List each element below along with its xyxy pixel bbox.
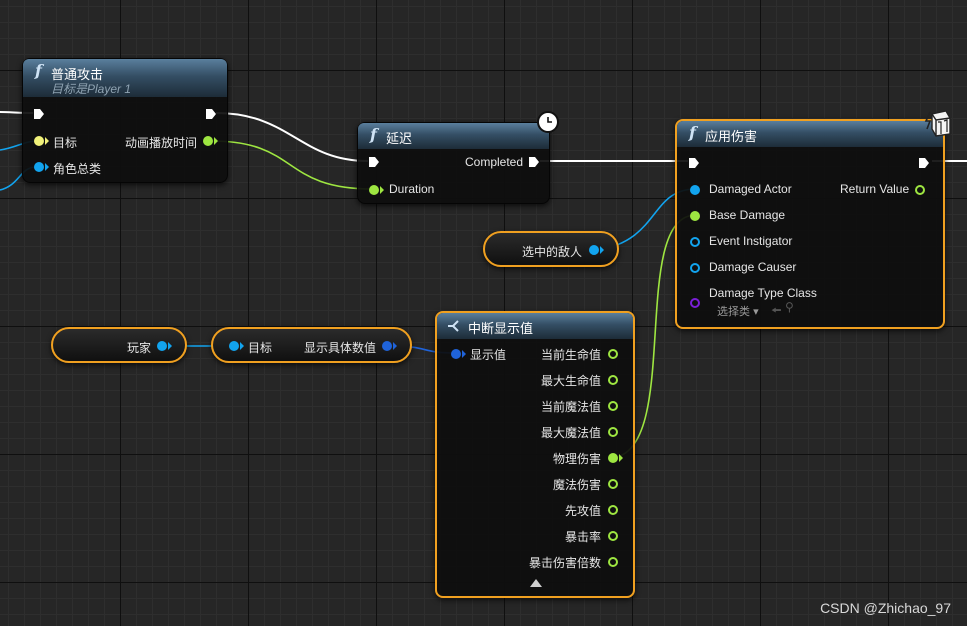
function-icon: f [370, 125, 377, 144]
pin-label-return-value: Return Value [840, 182, 910, 196]
node-header: f 普通攻击 目标是Player 1 [23, 59, 227, 97]
dropdown-label: 选择类 [717, 306, 750, 318]
variable-selected-enemy[interactable]: 选中的敌人 [483, 231, 619, 267]
pin-label-anim-time: 动画播放时间 [125, 136, 198, 150]
exec-in-pin[interactable] [368, 156, 380, 168]
node-title: 中断显示值 [468, 321, 534, 336]
object-out-pin[interactable] [157, 341, 167, 351]
function-icon: f [35, 61, 42, 80]
exec-wire-attack-to-delay [215, 112, 369, 162]
struct-out-pin[interactable] [382, 341, 392, 351]
output-label-crit-rate: 暴击率 [564, 530, 601, 544]
damage-causer-pin[interactable] [690, 263, 700, 273]
pin-label-duration: Duration [389, 182, 435, 196]
browse-search-icon[interactable]: ⚲ [785, 300, 794, 314]
object-out-pin[interactable] [589, 245, 599, 255]
pin-label-input: 显示值 [470, 348, 507, 362]
output-label-initiative: 先攻值 [564, 504, 601, 518]
pin-label-damage-causer: Damage Causer [709, 260, 797, 274]
pin-arrow-icon [214, 137, 218, 145]
struct-in-pin[interactable] [451, 349, 461, 359]
output-label-max-mp: 最大魔法值 [540, 426, 601, 440]
pin-arrow-icon [393, 342, 397, 350]
output-label-current-mp: 当前魔法值 [540, 400, 601, 414]
variable-player[interactable]: 玩家 [51, 327, 187, 363]
variable-label: 选中的敌人 [522, 245, 583, 259]
output-label-current-hp: 当前生命值 [540, 348, 601, 362]
exec-in-pin[interactable] [688, 157, 700, 169]
completed-exec-pin[interactable] [528, 156, 540, 168]
pin-label-target: 目标 [53, 136, 78, 150]
pin-arrow-icon [380, 186, 384, 194]
output-pin-crit-rate[interactable] [608, 531, 618, 541]
target-pin[interactable] [229, 341, 239, 351]
variable-label: 玩家 [127, 341, 152, 355]
authority-only-icon [924, 110, 951, 137]
node-apply-damage[interactable]: f 应用伤害 Damaged Actor Return Value Base D… [675, 119, 945, 329]
output-label-magic-damage: 魔法伤害 [552, 478, 601, 492]
pin-arrow-icon [619, 454, 623, 462]
pin-label-base-damage: Base Damage [709, 208, 786, 222]
node-header: f 应用伤害 [677, 121, 943, 147]
event-instigator-pin[interactable] [690, 237, 700, 247]
damaged-actor-pin[interactable] [690, 185, 700, 195]
output-pin-crit-multiplier[interactable] [608, 557, 618, 567]
node-break-display-value[interactable]: 中断显示值 显示值 当前生命值 最大生命值 当前魔法值 最大魔法值 物理伤害 魔… [435, 311, 635, 598]
pin-arrow-icon [240, 342, 244, 350]
node-title: 普通攻击 [51, 67, 104, 82]
target-pin[interactable] [34, 136, 44, 146]
pin-label-role: 角色总类 [53, 162, 102, 176]
pin-arrow-icon [462, 350, 466, 358]
output-label-physical-damage: 物理伤害 [552, 452, 601, 466]
pin-label-damaged-actor: Damaged Actor [709, 182, 792, 196]
node-title: 应用伤害 [705, 129, 758, 144]
exec-out-pin[interactable] [205, 108, 217, 120]
chevron-down-icon: ▾ [753, 306, 759, 318]
exec-out-pin[interactable] [918, 157, 930, 169]
getter-show-value[interactable]: 目标 显示具体数值 [211, 327, 412, 363]
use-selected-arrow-icon[interactable]: 🠘 [771, 303, 782, 317]
watermark: CSDN @Zhichao_97 [820, 600, 951, 616]
base-damage-pin[interactable] [690, 211, 700, 221]
output-pin-initiative[interactable] [608, 505, 618, 515]
return-value-pin[interactable] [915, 185, 925, 195]
output-pin-current-mp[interactable] [608, 401, 618, 411]
damage-type-class-pin[interactable] [690, 298, 700, 308]
function-icon: f [689, 123, 696, 142]
output-pin-max-mp[interactable] [608, 427, 618, 437]
output-label-crit-multiplier: 暴击伤害倍数 [528, 556, 601, 570]
output-pin-magic-damage[interactable] [608, 479, 618, 489]
pin-arrow-icon [45, 163, 49, 171]
collapse-arrow-icon[interactable] [530, 579, 542, 587]
anim-time-pin[interactable] [203, 136, 213, 146]
pin-label-show-value: 显示具体数值 [304, 341, 377, 355]
exec-in-pin[interactable] [33, 108, 45, 120]
clock-icon [537, 111, 559, 133]
output-label-max-hp: 最大生命值 [540, 374, 601, 388]
pin-arrow-icon [45, 137, 49, 145]
node-delay[interactable]: f 延迟 Completed Duration [357, 122, 550, 204]
select-class-dropdown[interactable]: 选择类 ▾ [717, 303, 759, 319]
pin-label-event-instigator: Event Instigator [709, 234, 793, 248]
output-pin-current-hp[interactable] [608, 349, 618, 359]
role-pin[interactable] [34, 162, 44, 172]
node-title: 延迟 [386, 131, 413, 146]
pin-label-damage-type-class: Damage Type Class [709, 286, 817, 300]
break-struct-icon [448, 320, 459, 332]
duration-pin[interactable] [369, 185, 379, 195]
pin-arrow-icon [600, 246, 604, 254]
float-wire-anim-to-duration [210, 140, 374, 190]
node-header: f 延迟 [358, 123, 549, 149]
pin-label-completed: Completed [465, 155, 524, 169]
node-subtitle: 目标是Player 1 [51, 82, 132, 96]
node-header: 中断显示值 [437, 313, 633, 339]
output-pin-physical-damage[interactable] [608, 453, 618, 463]
pin-arrow-icon [168, 342, 172, 350]
pin-label-target: 目标 [248, 341, 273, 355]
output-pin-max-hp[interactable] [608, 375, 618, 385]
node-normal-attack[interactable]: f 普通攻击 目标是Player 1 目标 动画播放时间 角色总类 [22, 58, 228, 183]
